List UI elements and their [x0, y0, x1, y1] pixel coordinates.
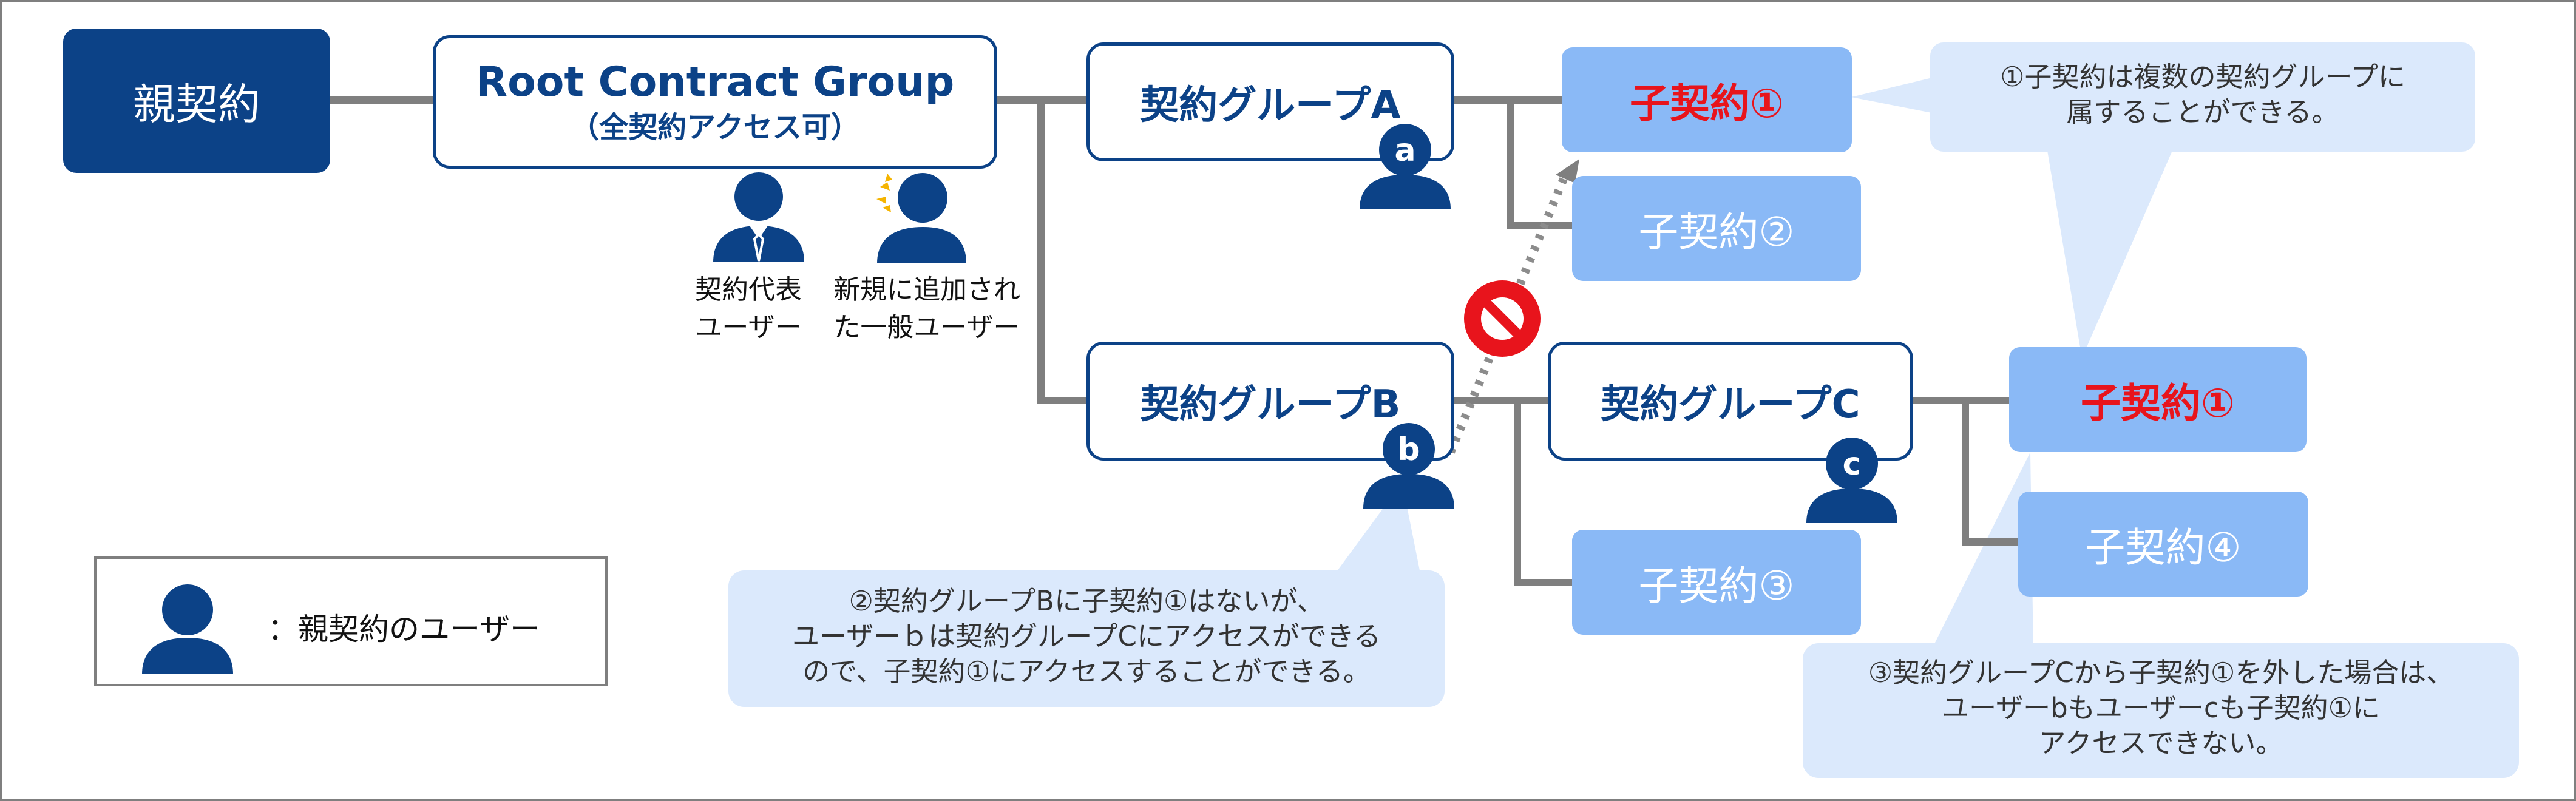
legend-box: ：親契約のユーザー: [94, 556, 608, 686]
root-group-title: Root Contract Group: [475, 58, 955, 107]
note-1-line1: ①子契約は複数の契約グループに: [2000, 61, 2405, 93]
callout-tail-note3: [1930, 452, 2033, 652]
representative-user-line1: 契約代表: [695, 274, 802, 305]
note-1-line2: 属することができる。: [2066, 96, 2339, 128]
person-icon: [1806, 438, 1897, 523]
root-group-subtitle: （全契約アクセス可）: [570, 110, 860, 144]
note-2-line3: ので、子契約①にアクセスすることができる。: [802, 655, 1371, 688]
child-contract-1-right-label: 子契約①: [2081, 379, 2235, 427]
root-contract-group-box: Root Contract Group （全契約アクセス可）: [433, 35, 997, 169]
child-contract-3-label: 子契約③: [1638, 562, 1795, 609]
group-a-user: a: [1360, 121, 1451, 209]
note-2: ②契約グループBに子契約①はないが、 ユーザーｂは契約グループCにアクセスができ…: [728, 584, 1445, 689]
person-icon: [1360, 124, 1451, 209]
parent-contract-label: 親契約: [133, 79, 260, 129]
new-user-label: 新規に追加され た一般ユーザー: [833, 271, 1020, 346]
parent-contract-box: 親契約: [63, 29, 330, 173]
child-contract-4: 子契約④: [2018, 492, 2308, 597]
group-b-user-letter: b: [1397, 431, 1420, 468]
group-b-user: b: [1363, 421, 1454, 509]
group-c-label: 契約グループC: [1601, 382, 1860, 427]
line-groupC-c4: [1962, 400, 2021, 546]
child-contract-3: 子契約③: [1572, 530, 1861, 635]
child-contract-2: 子契約②: [1572, 176, 1861, 281]
no-entry-icon: [1463, 279, 1542, 360]
group-b-label: 契約グループB: [1140, 382, 1401, 427]
line-groupB-c3: [1514, 400, 1575, 586]
person-tie-icon: [713, 171, 804, 262]
note-3: ③契約グループCから子契約①を外した場合は、 ユーザーbもユーザーcも子契約①に…: [1803, 655, 2519, 761]
representative-user-line2: ユーザー: [695, 312, 802, 343]
new-user-line1: 新規に追加され: [833, 274, 1020, 305]
note-2-line1: ②契約グループBに子契約①はないが、: [849, 585, 1324, 617]
group-c-user-letter: c: [1842, 446, 1862, 482]
child-contract-2-label: 子契約②: [1638, 208, 1795, 255]
child-contract-1-right: 子契約①: [2009, 347, 2307, 452]
representative-user-label: 契約代表 ユーザー: [695, 271, 802, 346]
new-user-line2: た一般ユーザー: [833, 312, 1020, 343]
person-new-icon: [874, 170, 966, 263]
note-3-line3: アクセスできない。: [2038, 727, 2283, 759]
line-root-groupB: [1037, 100, 1090, 404]
person-icon: [1363, 423, 1454, 509]
group-a-user-letter: a: [1394, 132, 1416, 169]
note-1: ①子契約は複数の契約グループに 属することができる。: [1930, 59, 2475, 130]
line-groupA-c2: [1507, 100, 1575, 229]
group-a-label: 契約グループA: [1140, 83, 1401, 128]
note-3-line1: ③契約グループCから子契約①を外した場合は、: [1868, 657, 2454, 689]
group-c-user: c: [1806, 435, 1897, 523]
callout-tail-note1-down: [2042, 121, 2185, 358]
legend-text: ：親契約のユーザー: [268, 612, 540, 647]
child-contract-1-top-label: 子契約①: [1630, 79, 1784, 127]
child-contract-1-top: 子契約①: [1562, 47, 1852, 152]
child-contract-4-label: 子契約④: [2085, 524, 2242, 571]
legend-person-icon: [142, 583, 233, 674]
note-2-line2: ユーザーｂは契約グループCにアクセスができる: [792, 620, 1381, 652]
note-3-line2: ユーザーbもユーザーcも子契約①に: [1942, 692, 2380, 724]
